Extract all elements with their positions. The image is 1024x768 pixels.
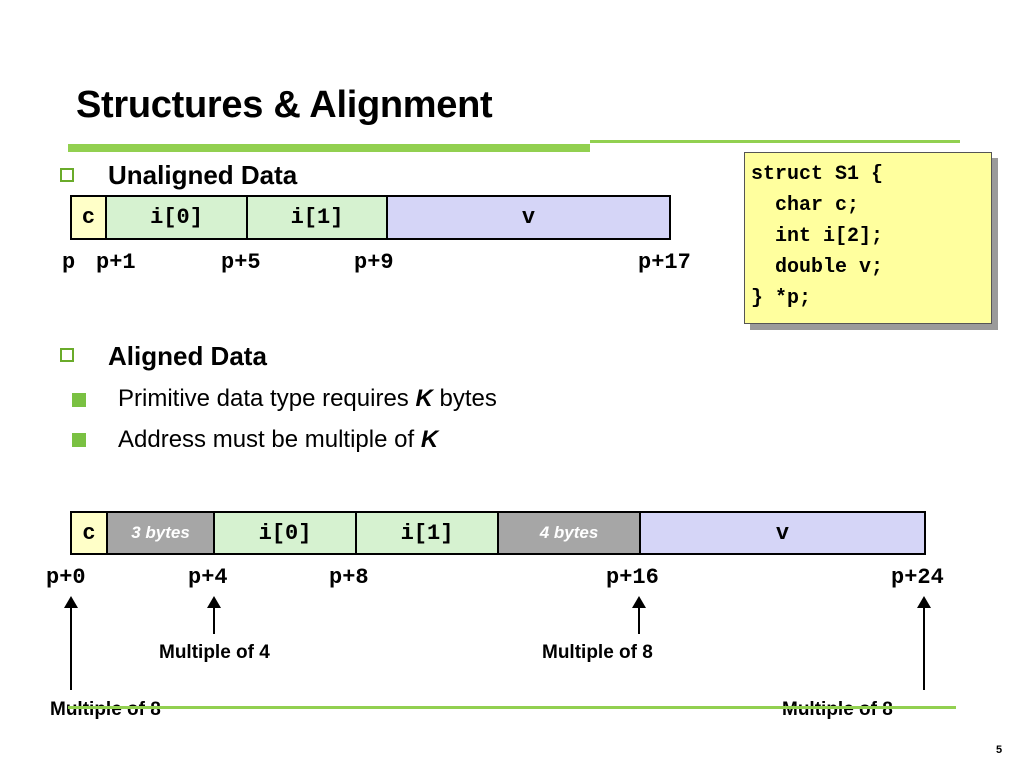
unaligned-heading: Unaligned Data (108, 160, 298, 190)
up-arrow-icon (64, 596, 78, 690)
address-label: p+4 (188, 565, 228, 590)
square-bullet-icon (72, 433, 86, 447)
aligned-memory-layout: c 3 bytes i[0] i[1] 4 bytes v (70, 511, 926, 555)
footer-rule (68, 706, 956, 709)
cell-int-i1: i[1] (248, 197, 388, 238)
alignment-note: Multiple of 8 (50, 699, 161, 720)
struct-code-box: struct S1 { char c; int i[2]; double v; … (744, 152, 992, 324)
cell-int-i0: i[0] (107, 197, 248, 238)
address-label: p+16 (606, 565, 659, 590)
address-label: p+24 (891, 565, 944, 590)
address-label: p (62, 250, 76, 275)
cell-padding-4-bytes: 4 bytes (499, 513, 641, 553)
bullet-text: Address must be multiple of K (118, 426, 439, 453)
up-arrow-icon (207, 596, 221, 634)
slide-title: Structures & Alignment (76, 84, 493, 126)
cell-double-v: v (641, 513, 924, 553)
alignment-note: Multiple of 8 (542, 642, 653, 663)
up-arrow-icon (632, 596, 646, 634)
cell-char-c: c (72, 197, 107, 238)
address-label: p+8 (329, 565, 369, 590)
code-line: double v; (751, 256, 884, 279)
title-underline-thin (590, 140, 960, 143)
bullet-text: Primitive data type requires K bytes (118, 385, 497, 412)
up-arrow-icon (917, 596, 931, 690)
address-label: p+9 (354, 250, 394, 275)
code-line: int i[2]; (751, 225, 884, 248)
square-bullet-icon (72, 393, 86, 407)
address-label: p+1 (96, 250, 136, 275)
code-line: struct S1 { (751, 163, 884, 186)
cell-padding-3-bytes: 3 bytes (108, 513, 215, 553)
hollow-square-bullet-icon (60, 168, 74, 182)
cell-double-v: v (388, 197, 669, 238)
cell-int-i0: i[0] (215, 513, 357, 553)
cell-int-i1: i[1] (357, 513, 499, 553)
hollow-square-bullet-icon (60, 348, 74, 362)
address-label: p+5 (221, 250, 261, 275)
aligned-heading: Aligned Data (108, 341, 267, 371)
code-line: } *p; (751, 287, 812, 310)
address-label: p+17 (638, 250, 691, 275)
code-line: char c; (751, 194, 860, 217)
alignment-note: Multiple of 4 (159, 642, 270, 663)
unaligned-memory-layout: c i[0] i[1] v (70, 195, 671, 240)
page-number: 5 (996, 744, 1003, 756)
address-label: p+0 (46, 565, 86, 590)
alignment-note: Multiple of 8 (782, 699, 893, 720)
title-underline (68, 144, 590, 152)
cell-char-c: c (72, 513, 108, 553)
